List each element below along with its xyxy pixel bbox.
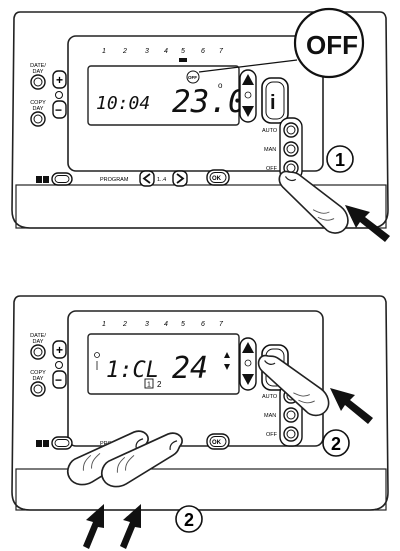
off-callout-text: OFF <box>306 30 358 60</box>
battery-icon <box>36 176 49 183</box>
lcd-temperature: 23.0 <box>172 84 247 120</box>
svg-text:+: + <box>56 343 63 357</box>
clock-plus-minus-icon <box>94 352 100 370</box>
copy-day-button[interactable] <box>30 381 46 397</box>
lcd-time: 10:04 <box>96 93 150 114</box>
date-day-button[interactable] <box>30 74 46 90</box>
step-number-2 <box>322 429 350 457</box>
step-number-1 <box>326 145 354 173</box>
svg-text:AUTO: AUTO <box>262 394 278 400</box>
battery-icon <box>36 440 49 447</box>
man-button[interactable] <box>283 141 299 157</box>
auto-button[interactable] <box>283 122 299 138</box>
date-day-label: DATE/DAY <box>30 63 46 75</box>
clock-icon <box>55 361 63 369</box>
off-button[interactable] <box>283 426 299 442</box>
man-button[interactable] <box>283 407 299 423</box>
svg-text:2: 2 <box>331 434 341 454</box>
degree-symbol: o <box>218 81 223 90</box>
day-indicator-bar <box>179 58 187 62</box>
svg-text:2: 2 <box>184 510 194 530</box>
day-number: 1 <box>102 48 106 55</box>
program-box <box>144 378 154 389</box>
program-prev-button[interactable] <box>139 170 155 187</box>
day-number: 2 <box>122 321 127 328</box>
day-number: 5 <box>181 48 185 55</box>
day-number: 2 <box>122 48 127 55</box>
info-icon: i <box>270 92 276 114</box>
step-number-2-bottom <box>175 505 203 533</box>
svg-text:MAN: MAN <box>264 413 276 419</box>
svg-text:AUTO: AUTO <box>262 128 278 134</box>
svg-text:OFF: OFF <box>266 432 278 438</box>
svg-text:1: 1 <box>147 382 151 389</box>
svg-text:+: + <box>56 73 63 87</box>
off-indicator-text: OFF <box>188 75 197 80</box>
day-number: 3 <box>145 321 149 328</box>
chevron-left-icon <box>142 173 151 184</box>
arrow-icon <box>330 388 373 424</box>
up-arrow-icon <box>242 74 254 85</box>
svg-text:−: − <box>55 103 62 117</box>
plus-button[interactable] <box>52 340 67 359</box>
off-callout <box>293 7 365 79</box>
up-arrow-icon <box>242 342 254 353</box>
lcd-temperature-2: 24 <box>172 351 208 386</box>
off-indicator <box>186 70 200 84</box>
day-numbers-2: 1 2 3 4 5 6 7 <box>102 321 224 328</box>
minus-button[interactable] <box>52 100 67 119</box>
date-day-label: DATE/DAY <box>30 333 46 345</box>
day-number: 1 <box>102 321 106 328</box>
arrow-icon <box>120 504 141 549</box>
svg-text:MAN: MAN <box>264 147 276 153</box>
svg-text:OK: OK <box>212 440 222 446</box>
info-button[interactable] <box>261 77 289 124</box>
ok-button[interactable] <box>206 433 230 450</box>
svg-text:OK: OK <box>212 176 222 182</box>
minus-button[interactable] <box>52 370 67 389</box>
program-label: PROGRAM <box>100 177 129 183</box>
day-number: 6 <box>201 48 205 55</box>
day-number: 3 <box>145 48 149 55</box>
clock-icon <box>55 91 63 99</box>
svg-text:−: − <box>55 373 62 387</box>
arrow-icon <box>345 205 390 242</box>
lcd-screen-2 <box>87 333 240 395</box>
svg-text:1: 1 <box>335 150 345 170</box>
day-number: 7 <box>219 321 224 328</box>
ok-button[interactable] <box>206 169 230 186</box>
plus-button[interactable] <box>52 70 67 89</box>
svg-text:OFF: OFF <box>266 166 278 172</box>
day-number: 5 <box>181 321 185 328</box>
program-next-button[interactable] <box>172 170 188 187</box>
arrow-icon <box>83 504 104 549</box>
updown-indicator-icon <box>224 352 230 370</box>
down-arrow-icon <box>242 106 254 117</box>
svg-text:2: 2 <box>157 380 162 389</box>
day-number: 4 <box>164 321 168 328</box>
day-numbers-1: 1 2 3 4 5 6 7 <box>102 48 224 55</box>
lcd-screen-1 <box>87 65 240 126</box>
down-arrow-icon <box>242 374 254 385</box>
day-number: 4 <box>164 48 168 55</box>
day-number: 6 <box>201 321 205 328</box>
program-range: 1..4 <box>157 177 166 183</box>
day-number: 7 <box>219 48 224 55</box>
thermostat-panel-1: 1 2 3 4 5 6 7 10:04 23.0 o OFF OFF DATE/… <box>11 7 390 242</box>
date-day-button[interactable] <box>30 344 46 360</box>
copy-day-button[interactable] <box>30 111 46 127</box>
chevron-right-icon <box>176 173 185 184</box>
